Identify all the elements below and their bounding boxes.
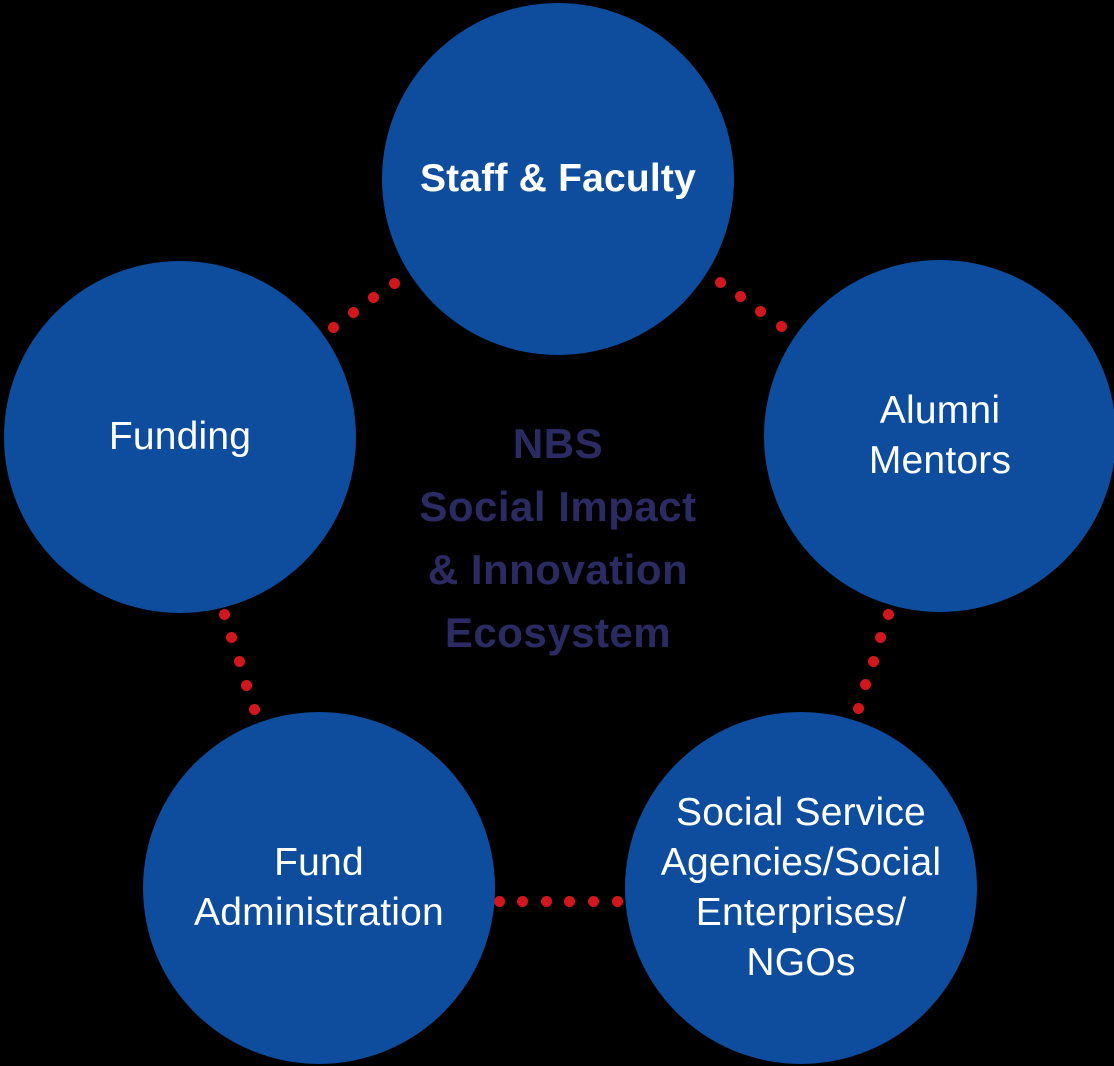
connector-dot — [714, 276, 726, 288]
connector-dot — [327, 321, 339, 333]
connector-dot — [587, 895, 599, 907]
node-alumni-mentors: Alumni Mentors — [764, 260, 1114, 612]
connector-dot — [233, 656, 245, 667]
connector-dot — [368, 292, 380, 304]
node-funding: Funding — [4, 261, 356, 613]
connector-dot — [564, 895, 576, 907]
connector-dot — [347, 306, 359, 318]
connector-dot — [860, 679, 871, 690]
connector-dot — [248, 703, 260, 715]
node-fund-administration-label: Fund Administration — [194, 841, 444, 934]
connector-dot — [882, 608, 894, 620]
node-staff-faculty: Staff & Faculty — [382, 3, 734, 355]
connector-dot — [493, 895, 505, 907]
connector-dot — [611, 895, 623, 907]
connector-dot — [875, 632, 886, 643]
connector-dot — [517, 895, 529, 907]
connector-dot — [218, 608, 230, 620]
node-alumni-mentors-label: Alumni Mentors — [868, 389, 1012, 482]
node-funding-label: Funding — [108, 415, 252, 458]
node-social-service-ngos: Social Service Agencies/Social Enterpris… — [625, 712, 977, 1064]
diagram-title: NBS Social Impact & Innovation Ecosystem — [419, 420, 697, 656]
connector-dot — [388, 277, 400, 289]
node-fund-administration: Fund Administration — [143, 712, 495, 1064]
node-staff-faculty-label: Staff & Faculty — [419, 157, 697, 200]
connector-dot — [867, 655, 879, 667]
connector-dot — [775, 320, 787, 332]
node-social-service-ngos-label: Social Service Agencies/Social Enterpris… — [660, 791, 942, 984]
connector-dot — [734, 291, 746, 303]
connector-dot — [852, 702, 864, 714]
connector-dot — [241, 679, 252, 691]
connector-dot — [755, 305, 767, 317]
connector-dot — [226, 632, 237, 644]
connector-dot — [540, 895, 552, 907]
